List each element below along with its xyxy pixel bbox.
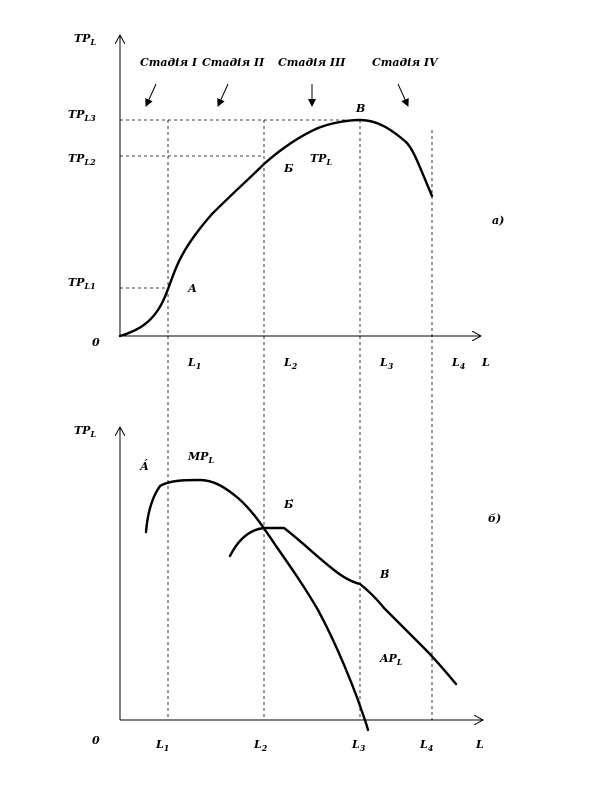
stage-3-label: Стадія III	[278, 56, 346, 69]
tp-curve	[118, 118, 434, 338]
ap-curve	[228, 526, 458, 686]
point-b-label: Б	[283, 162, 294, 175]
point-v-prime-label: В́	[379, 568, 389, 581]
point-v-label: В	[355, 102, 365, 115]
top-origin: 0	[92, 336, 100, 349]
point-a-prime-label: А́	[139, 459, 149, 473]
stage-4-arrow	[397, 83, 409, 107]
top-y-axis-label: TPL	[74, 32, 96, 47]
tick-tpl3: TPL3	[68, 108, 96, 123]
top-tick-l2: L2	[283, 356, 298, 371]
top-panel: TPL 0 TPL3 TPL2 TPL1 Стадія I Стадія II …	[68, 32, 504, 720]
top-tick-l1: L1	[187, 356, 201, 371]
point-a-label: А	[187, 282, 197, 295]
stage-4-label: Стадія IV	[372, 56, 439, 69]
bottom-tick-l1: L1	[155, 738, 169, 753]
bottom-origin: 0	[92, 734, 100, 747]
top-panel-label: а)	[492, 214, 504, 227]
tick-tpl2: TPL2	[68, 152, 96, 167]
stage-2-label: Стадія II	[202, 56, 265, 69]
top-tick-l4: L4	[451, 356, 466, 371]
stage-1-arrow	[145, 83, 157, 107]
bottom-panel-label: б)	[488, 512, 501, 525]
bottom-tick-l4: L4	[419, 738, 434, 753]
point-b-prime-label: Б́	[283, 498, 294, 511]
bottom-panel: TPL 0 А́ Б́ В́ MPL APL L1 L2 L3 L4 L б)	[74, 424, 501, 753]
bottom-tick-l3: L3	[351, 738, 366, 753]
stage-1-label: Стадія I	[140, 56, 198, 69]
bottom-tick-l2: L2	[253, 738, 268, 753]
tp-curve-label: TPL	[310, 152, 332, 167]
stage-2-arrow	[217, 83, 229, 107]
ap-curve-label: APL	[379, 652, 403, 667]
mp-curve-label: MPL	[187, 450, 214, 465]
top-x-axis-label: L	[481, 356, 490, 369]
top-tick-l3: L3	[379, 356, 394, 371]
tick-tpl1: TPL1	[68, 276, 96, 291]
bottom-x-axis-label: L	[475, 738, 484, 751]
mp-curve	[144, 478, 370, 732]
bottom-y-axis-label: TPL	[74, 424, 96, 439]
